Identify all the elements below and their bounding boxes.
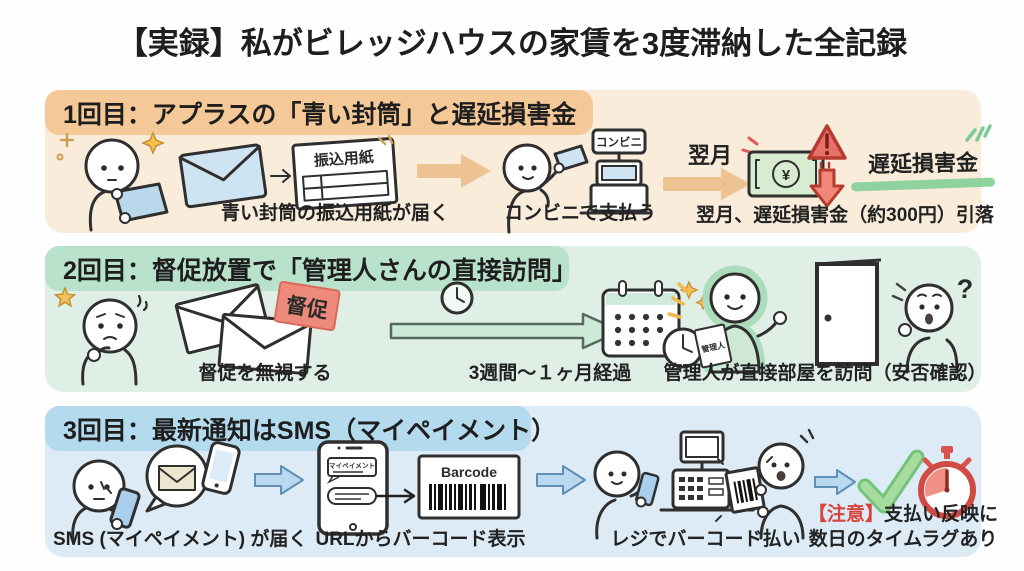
caption-step1: 督促を無視する — [198, 363, 332, 384]
done-with-lag-icon — [857, 444, 976, 524]
blue-envelope-icon — [178, 143, 268, 209]
cash-register-icon — [659, 430, 755, 512]
smartphone-icon: マイペイメント — [317, 440, 389, 536]
blue-paper-icon — [113, 182, 169, 223]
flow-arrow-icon — [813, 468, 857, 496]
stopwatch-icon — [918, 446, 976, 519]
time-elapsed-arrow-icon — [387, 278, 625, 364]
caretaker-visit-icon: 管理人 ? — [665, 258, 985, 374]
link-arrow-icon — [375, 488, 416, 504]
envelope-to-slip-icon: 振込用紙 — [177, 134, 399, 214]
konbini-payment-icon: コンビニ — [497, 128, 652, 234]
phone-icon — [201, 441, 241, 495]
next-month-arrow-icon — [663, 166, 753, 202]
caption-step2: コンビニで支払う — [503, 203, 656, 224]
svg-text:¥: ¥ — [782, 167, 791, 184]
calendar-dots — [614, 313, 664, 347]
calendar-icon — [597, 276, 715, 376]
demand-tag-icon: 督促 — [273, 280, 341, 332]
section-3-header: 3回目：最新通知はSMS（マイペイメント） — [45, 406, 556, 451]
warning-icon — [807, 124, 847, 160]
section-2-header: 2回目：督促放置で「管理人さんの直接訪問」 — [45, 246, 577, 291]
mypayment-bubble: マイペイメント — [326, 457, 377, 484]
barcode-icon: Barcode — [417, 454, 521, 520]
notice-text: 【注意】支払い反映に 数日のタイムラグあり — [807, 504, 999, 550]
sms-bubble-icon — [145, 444, 209, 513]
flow-arrow-icon — [253, 464, 305, 496]
late-fee-icon: ¥ — [741, 122, 853, 220]
surprised-person-icon: ? — [891, 274, 974, 374]
money-icon: ¥ — [747, 150, 825, 198]
payment-slip-icon: 振込用紙 — [291, 137, 399, 211]
green-sparkle-icon — [961, 120, 992, 142]
section-3-panel: 3回目：最新通知はSMS（マイペイメント） — [45, 406, 998, 557]
notice-prefix: 【注意】 — [807, 504, 884, 525]
worried-person-icon — [53, 284, 165, 386]
down-arrow-icon — [809, 168, 845, 208]
demand-letters-icon: 督促 — [167, 280, 345, 378]
section-1-panel: 1回目：アプラスの「青い封筒」と遅延損害金 — [45, 90, 996, 234]
green-underline — [850, 177, 996, 192]
caption-step1: 青い封筒の振込用紙が届く — [220, 203, 449, 224]
section-1-header: 1回目：アプラスの「青い封筒」と遅延損害金 — [45, 90, 593, 135]
cashier-icon — [715, 428, 815, 540]
flow-arrow-icon — [417, 152, 493, 190]
check-icon — [857, 449, 925, 514]
url-barcode-icon: マイペイメント Barcode — [313, 440, 525, 538]
caption-step3: レジでバーコード払い — [610, 529, 801, 550]
section-2-panel: 2回目：督促放置で「管理人さんの直接訪問」 — [45, 246, 987, 392]
caretaker-icon: 管理人 — [693, 265, 787, 374]
caption-step3: 管理人が直接部屋を訪問（安否確認） — [663, 363, 987, 384]
svg-text:マイペイメント: マイペイメント — [329, 462, 375, 470]
caption-step2: URLからバーコード表示 — [315, 529, 526, 550]
question-mark: ? — [957, 274, 974, 304]
clipboard-icon: 管理人 — [693, 323, 733, 369]
caption-step1: SMS (マイペイメント) が届く — [53, 529, 308, 550]
star-icon — [53, 286, 77, 308]
person-reading-icon — [55, 130, 175, 232]
svg-text:Barcode: Barcode — [441, 464, 497, 480]
door-icon — [815, 258, 882, 366]
flow-arrow-icon — [535, 464, 587, 496]
caption-step3: 翌月、遅延損害金（約300円）引落 — [696, 205, 994, 226]
caption-step2: 3週間〜１ヶ月経過 — [468, 363, 632, 384]
clock-icon — [440, 281, 474, 315]
svg-text:コンビニ: コンビニ — [596, 135, 642, 149]
register-payment-icon — [585, 428, 823, 540]
register-icon: コンビニ — [579, 128, 651, 215]
sparkle-icon — [141, 131, 165, 155]
sms-received-icon — [55, 438, 250, 542]
small-arrow-icon — [270, 169, 291, 183]
late-fee-label: 遅延損害金 — [867, 150, 979, 177]
page-title: 【実録】私がビレッジハウスの家賃を3度滞納した全記録 — [116, 26, 908, 61]
next-month-label: 翌月 — [687, 143, 732, 168]
svg-text:振込用紙: 振込用紙 — [313, 148, 374, 170]
